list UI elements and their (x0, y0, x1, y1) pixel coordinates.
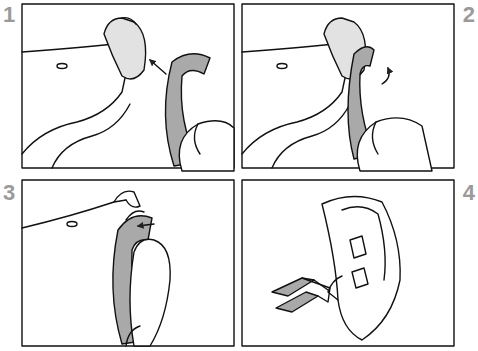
step-two-art (242, 18, 432, 171)
step-number: 2 (463, 4, 475, 26)
panel-frame (22, 180, 234, 346)
step-number: 4 (463, 182, 475, 204)
panel-frame (242, 180, 454, 346)
step-one-art (22, 18, 234, 171)
step-four-art (272, 196, 400, 340)
step-three-art (22, 191, 170, 346)
step-number: 1 (3, 4, 15, 26)
step-number: 3 (3, 182, 15, 204)
